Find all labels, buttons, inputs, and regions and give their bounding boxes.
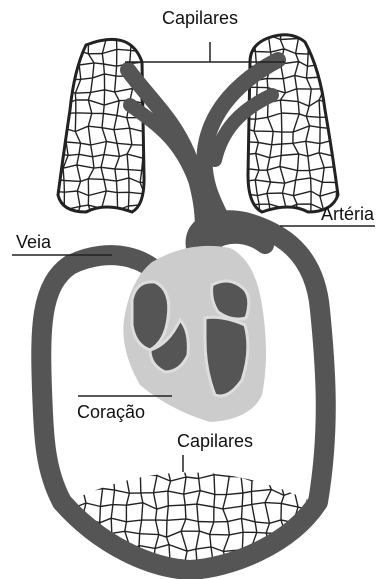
label-capillaries-top: Capilares (162, 8, 238, 28)
label-artery: Artéria (321, 204, 375, 224)
label-capillaries-bottom: Capilares (177, 431, 253, 451)
right-lung (241, 23, 351, 223)
label-vein: Veia (16, 232, 52, 252)
label-heart: Coração (77, 402, 145, 422)
